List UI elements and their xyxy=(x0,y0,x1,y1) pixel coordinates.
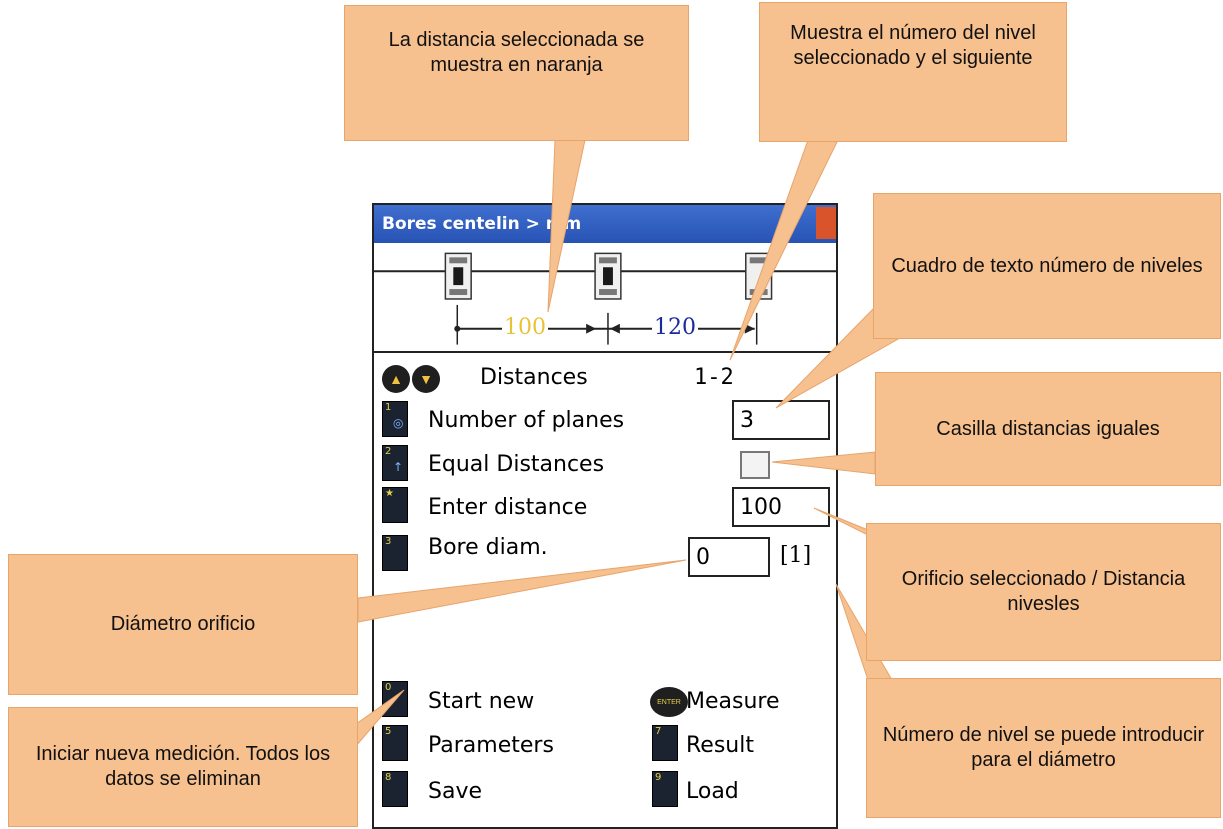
callout-planes-textbox: Cuadro de texto número de niveles xyxy=(873,193,1221,339)
equal-distances-label: Equal Distances xyxy=(428,452,605,477)
key-7[interactable]: 7 xyxy=(652,725,678,761)
key-star[interactable]: ★ xyxy=(382,487,408,523)
bore-index[interactable]: [1] xyxy=(780,543,812,568)
start-new-button[interactable]: Start new xyxy=(428,689,535,714)
key-3[interactable]: 3 xyxy=(382,535,408,571)
key-8[interactable]: 8 xyxy=(382,771,408,807)
callout-selected-distance: La distancia seleccionada se muestra en … xyxy=(344,5,689,141)
bore-diameter-label: Bore diam. xyxy=(428,535,548,560)
callout-level-number: Número de nivel se puede introducir para… xyxy=(866,678,1221,818)
callout-start-new: Iniciar nueva medición. Todos los datos … xyxy=(8,707,358,827)
callout-equal-checkbox: Casilla distancias iguales xyxy=(875,372,1221,486)
device-screen: Bores centelin > mm 1 xyxy=(372,203,838,829)
planes-label: Number of planes xyxy=(428,408,625,433)
key-1[interactable]: 1◎ xyxy=(382,401,408,437)
planes-input[interactable]: 3 xyxy=(732,400,830,440)
bore-symbol-2 xyxy=(594,252,622,300)
load-button[interactable]: Load xyxy=(686,779,739,804)
distances-range: 1-2 xyxy=(694,365,734,390)
down-arrow-icon: ▼ xyxy=(419,371,433,387)
save-button[interactable]: Save xyxy=(428,779,483,804)
star-icon: ★ xyxy=(385,488,394,499)
equal-distances-checkbox[interactable] xyxy=(740,451,770,479)
enter-distance-label: Enter distance xyxy=(428,495,588,520)
window-title: Bores centelin > mm xyxy=(382,214,582,234)
close-button[interactable] xyxy=(816,207,836,239)
result-button[interactable]: Result xyxy=(686,733,754,758)
divider xyxy=(374,351,836,353)
callout-plane-numbers: Muestra el número del nivel seleccionado… xyxy=(759,2,1067,142)
distances-label: Distances xyxy=(480,365,588,390)
prev-distance-button[interactable]: ▲ xyxy=(382,365,410,393)
up-arrow-icon: ↑ xyxy=(393,460,404,474)
distance-2-label[interactable]: 120 xyxy=(652,315,698,340)
enter-icon: ENTER xyxy=(657,698,681,706)
measure-button[interactable]: Measure xyxy=(686,689,780,714)
up-arrow-icon: ▲ xyxy=(389,371,403,387)
key-9[interactable]: 9 xyxy=(652,771,678,807)
callout-bore-diameter: Diámetro orificio xyxy=(8,554,358,695)
callout-selected-bore: Orificio seleccionado / Distancia nivesl… xyxy=(866,523,1221,661)
enter-start-key[interactable]: ENTER xyxy=(650,687,688,717)
parameters-button[interactable]: Parameters xyxy=(428,733,554,758)
distance-1-label[interactable]: 100 xyxy=(502,315,548,340)
key-5[interactable]: 5 xyxy=(382,725,408,761)
title-bar: Bores centelin > mm xyxy=(374,205,836,243)
bore-diameter-input[interactable]: 0 xyxy=(688,537,770,577)
key-2[interactable]: 2↑ xyxy=(382,445,408,481)
distance-input[interactable]: 100 xyxy=(732,487,830,527)
bore-symbol-1 xyxy=(444,252,472,300)
next-distance-button[interactable]: ▼ xyxy=(412,365,440,393)
circle-icon: ◎ xyxy=(393,416,404,430)
